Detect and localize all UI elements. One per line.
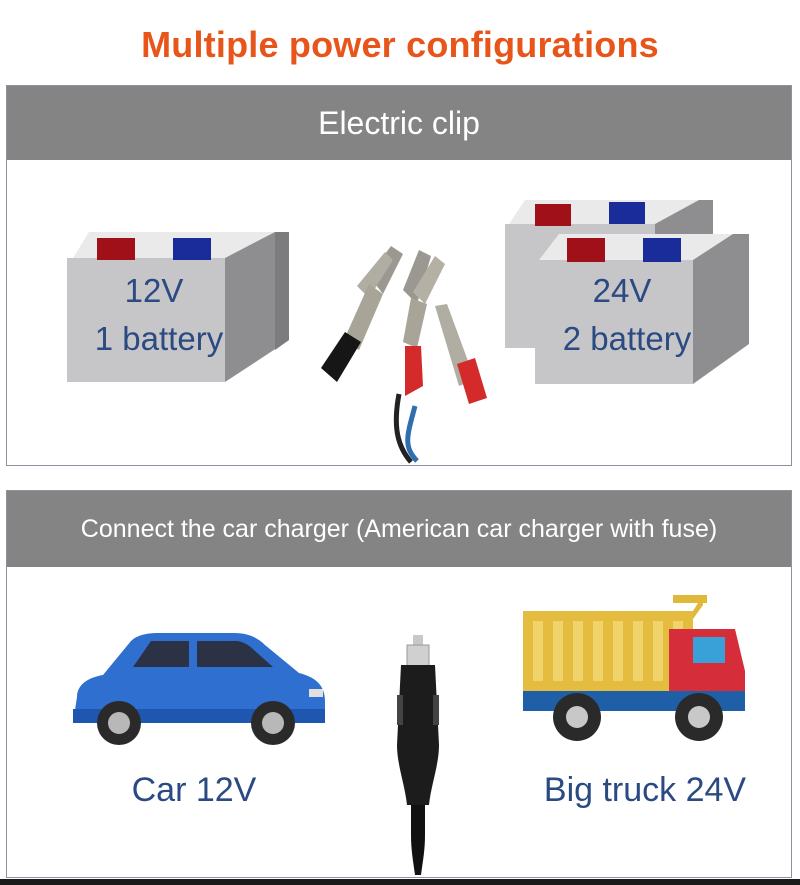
car-icon <box>73 633 325 745</box>
truck-label: Big truck 24V <box>543 771 747 809</box>
car-charger-plug-icon <box>397 635 439 875</box>
battery-double-count: 2 battery <box>562 320 692 357</box>
car-charger-header: Connect the car charger (American car ch… <box>7 491 791 567</box>
electric-clip-panel: Electric clip 12V 1 battery <box>6 85 792 466</box>
alligator-clip-icon <box>321 246 487 464</box>
dump-truck-icon <box>523 595 745 741</box>
battery-single-voltage: 12V <box>124 272 184 309</box>
bottom-divider <box>0 879 800 885</box>
battery-double-voltage: 24V <box>592 272 652 309</box>
battery-single-count: 1 battery <box>94 320 224 357</box>
car-charger-panel: Connect the car charger (American car ch… <box>6 490 792 878</box>
electric-clip-header: Electric clip <box>7 86 791 160</box>
battery-single-icon <box>67 232 289 382</box>
battery-double-icon <box>505 200 749 384</box>
car-label: Car 12V <box>131 771 257 809</box>
page-title: Multiple power configurations <box>141 24 659 65</box>
